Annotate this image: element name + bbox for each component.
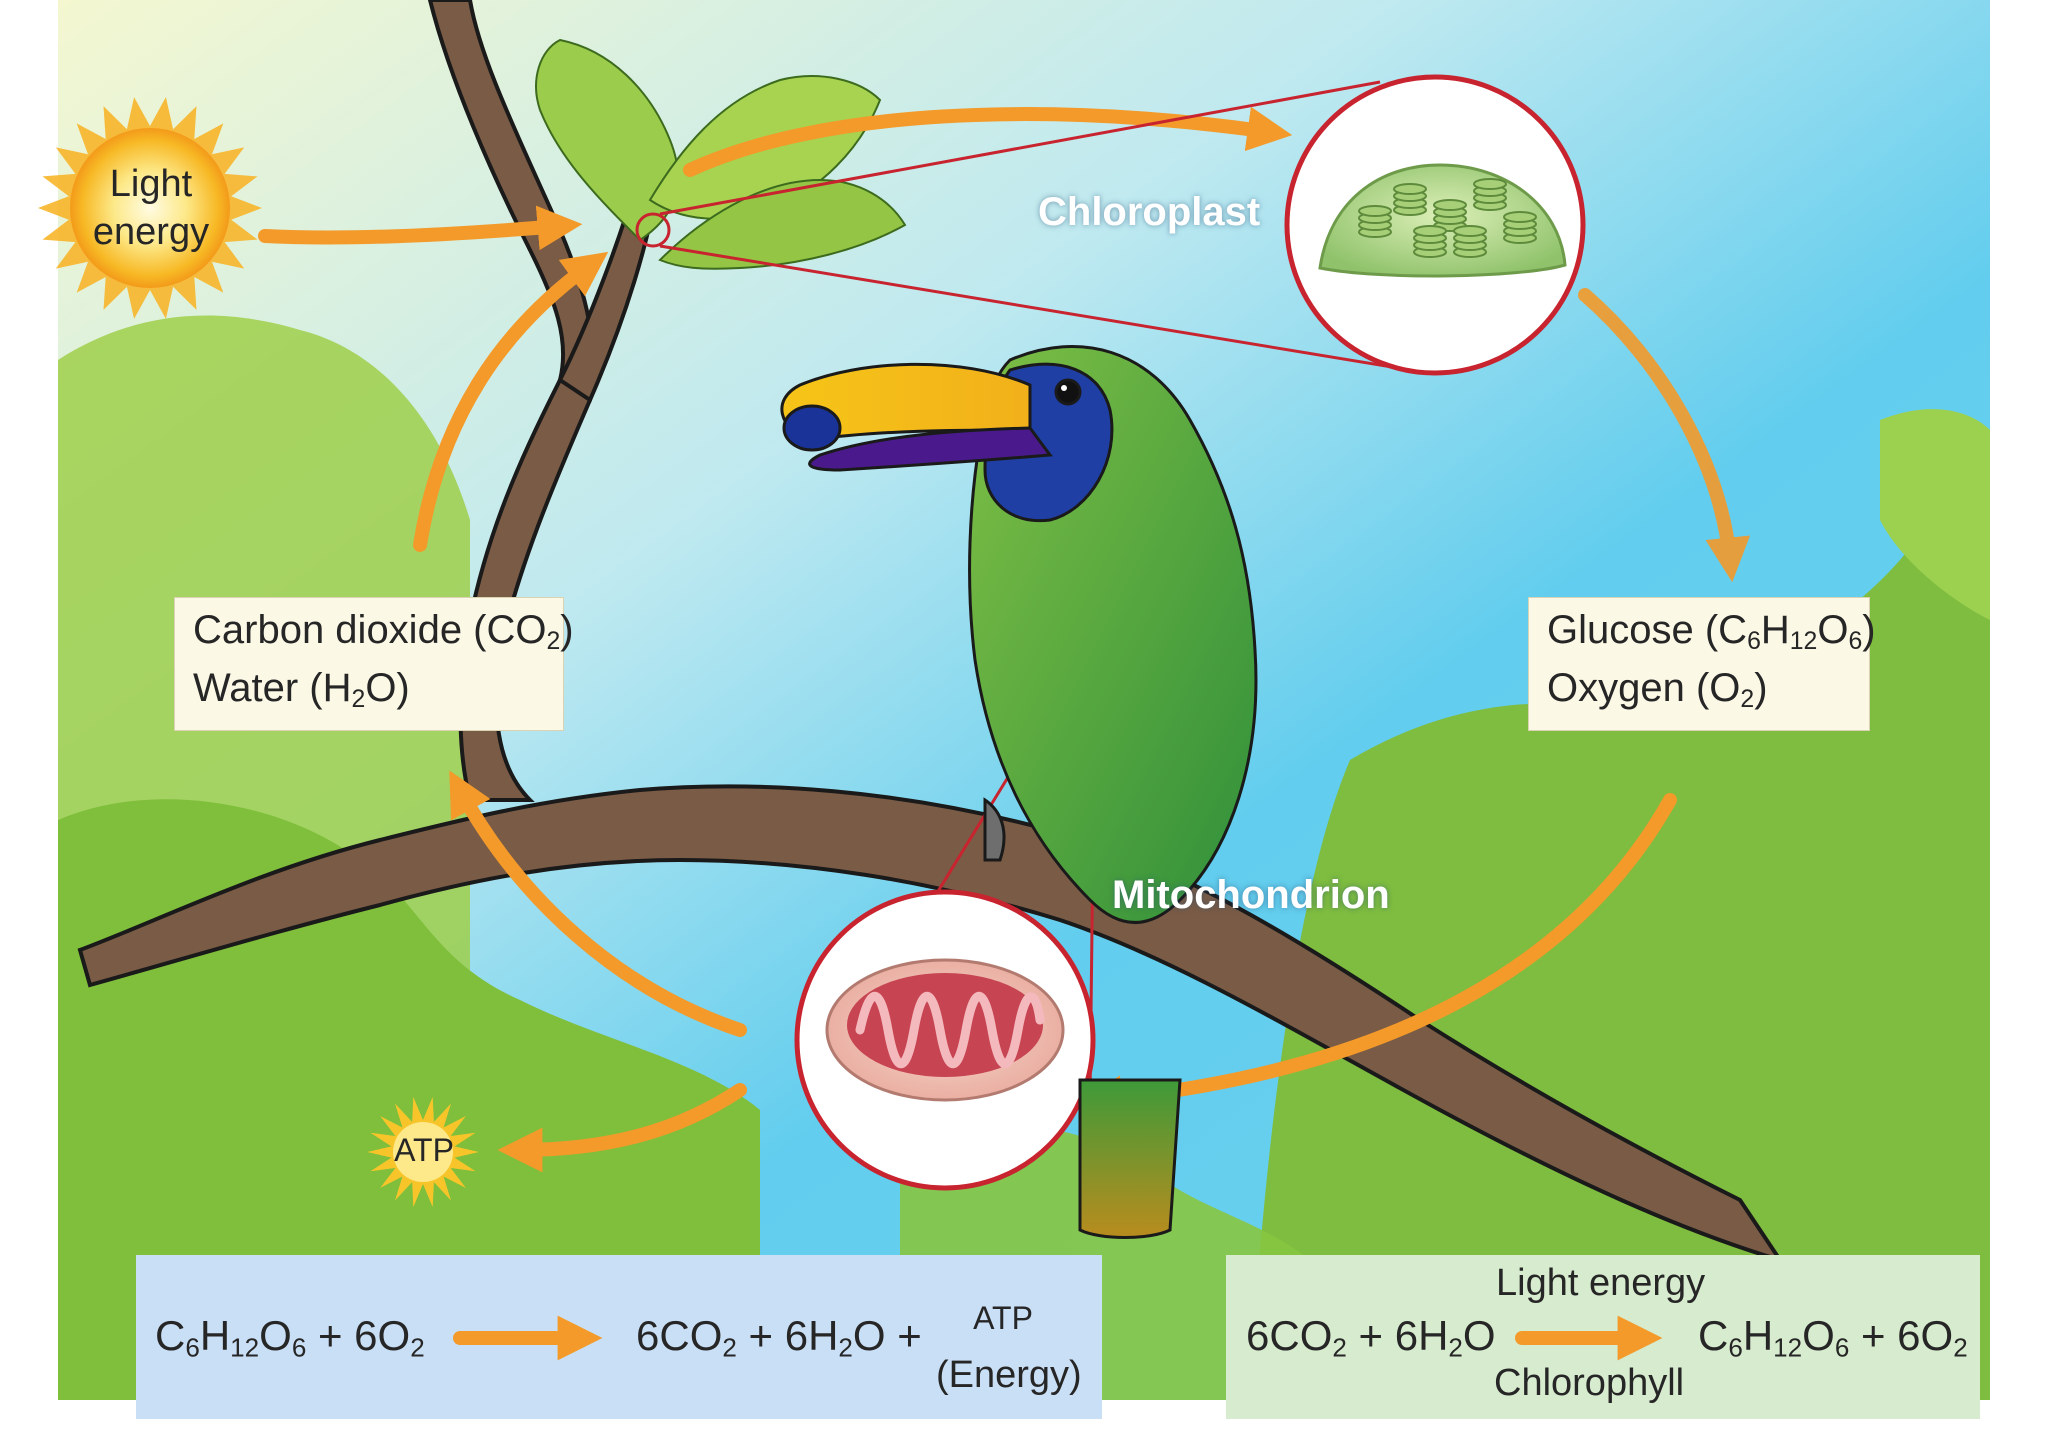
sun-label-line2: energy	[92, 211, 210, 253]
photosynthesis-chlorophyll: Chlorophyll	[1494, 1362, 1685, 1404]
atp-burst-label: ATP	[394, 1132, 454, 1168]
carbon-dioxide-text: Carbon dioxide (CO2)	[193, 608, 574, 656]
mitochondrion-icon	[794, 889, 1096, 1191]
granum-disc	[1503, 211, 1537, 223]
bird	[780, 345, 1258, 1239]
water-text: Water (H2O)	[193, 666, 410, 714]
chloroplast-icon	[1284, 74, 1586, 376]
mitochondrion-label: Mitochondrion	[1112, 873, 1390, 917]
granum-disc	[1393, 183, 1427, 195]
products-box: Glucose (C6H12O6) Oxygen (O2)	[1528, 597, 1876, 731]
photosynthesis-lhs: 6CO2 + 6H2O	[1246, 1312, 1496, 1363]
respiration-lhs: C6H12O6 + 6O2	[155, 1312, 425, 1363]
reactants-box: Carbon dioxide (CO2) Water (H2O)	[174, 597, 574, 731]
respiration-atp-label: ATP	[973, 1300, 1033, 1336]
granum-disc	[1473, 178, 1507, 190]
arrow-mitochondrion-to-atp	[497, 1083, 747, 1173]
granum-disc	[1433, 199, 1467, 211]
leaves	[535, 38, 907, 270]
arrow-sun-to-leaf	[258, 205, 583, 251]
photosynthesis-light-energy: Light energy	[1496, 1262, 1706, 1304]
respiration-rhs: 6CO2 + 6H2O +	[636, 1312, 922, 1363]
glucose-text: Glucose (C6H12O6)	[1547, 608, 1876, 656]
sun-label-line1: Light	[109, 163, 193, 205]
photosynthesis-rhs: C6H12O6 + 6O2	[1698, 1312, 1968, 1363]
cellular-respiration-panel	[136, 1255, 1102, 1419]
granum-disc	[1413, 225, 1447, 237]
sun-icon	[38, 97, 262, 319]
atp-burst-icon	[367, 1096, 479, 1208]
arrow-mitochondrion-to-co2	[449, 770, 747, 1037]
chloroplast-label: Chloroplast	[1038, 190, 1261, 234]
granum-disc	[1453, 225, 1487, 237]
arrow-chloroplast-to-glucose	[1578, 288, 1751, 583]
sun-label: Light energy	[86, 160, 216, 256]
arrow-co2-to-leaf	[413, 251, 609, 552]
granum-disc	[1358, 205, 1392, 217]
oxygen-text: Oxygen (O2)	[1547, 666, 1768, 714]
arrow-glucose-to-mitochondrion	[1077, 793, 1677, 1121]
respiration-energy-label: (Energy)	[936, 1354, 1082, 1396]
